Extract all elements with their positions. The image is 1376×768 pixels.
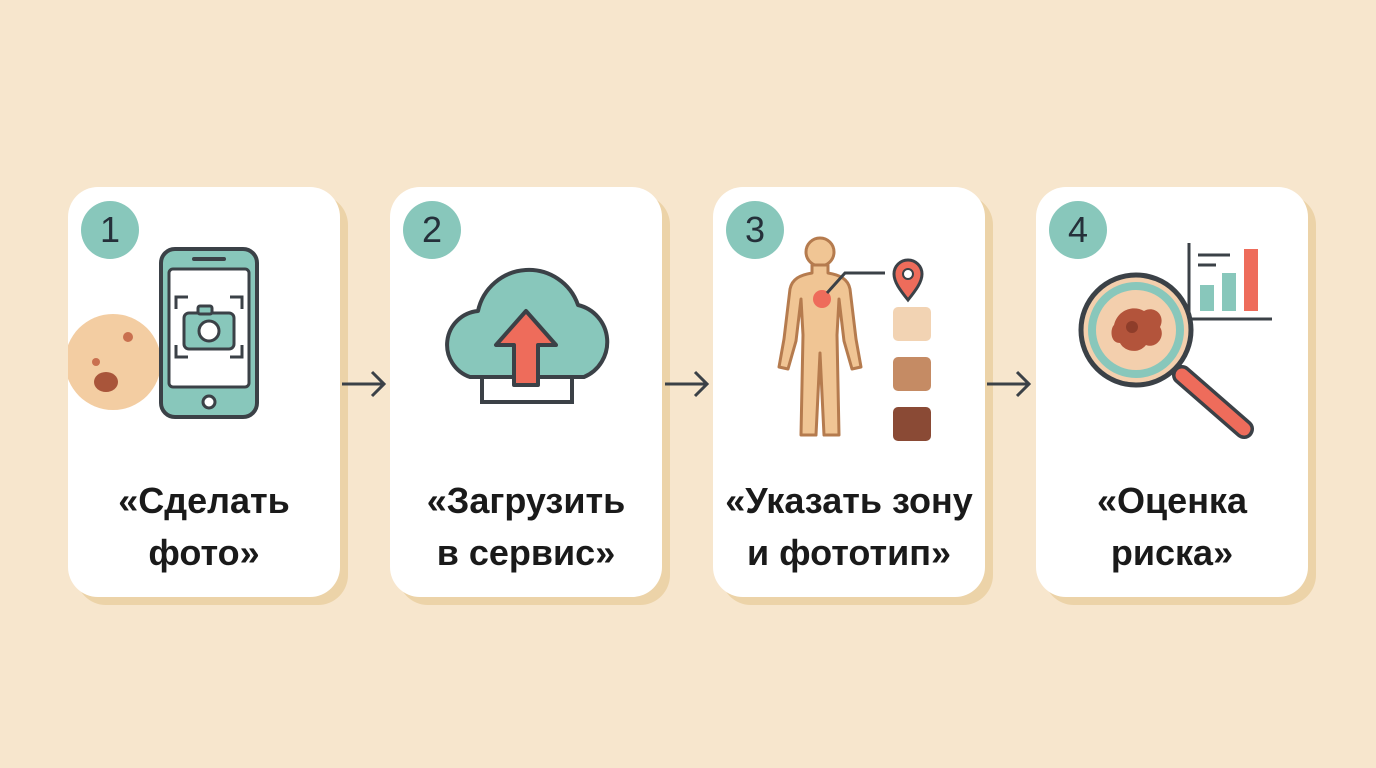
step-label-line-1: «Указать зону [725,480,973,521]
cloud-upload-icon [445,267,610,404]
step-label-line-1: «Сделать [118,480,290,521]
step-number-badge: 2 [403,201,461,259]
step-card-1: 1 «Сделать фото» [68,187,340,597]
bar-chart-icon [1187,243,1272,321]
step-label-line-1: «Загрузить [426,480,626,521]
arrow-right-icon [342,370,387,398]
step-label-line-2: фото» [148,532,260,573]
step-label-line-1: «Оценка [1097,480,1247,521]
phone-camera-icon [68,247,259,419]
step-label: «Указать зону и фототип» [713,475,985,579]
step-number-badge: 4 [1049,201,1107,259]
step-card-3: 3 «Указать зону и фототип» [713,187,985,597]
step-label: «Оценка риска» [1036,475,1308,579]
step-label-line-2: в сервис» [436,532,616,573]
human-body-icon [777,236,863,437]
step-card-4: 4 «Оценка риска» [1036,187,1308,597]
step-number-badge: 1 [81,201,139,259]
body-map-phototype-icon [777,236,931,441]
arrow-right-icon [665,370,710,398]
step-card-2: 2 «Загрузить в сервис» [390,187,662,597]
magnifier-chart-icon [1078,243,1272,439]
step-label-line-2: и фототип» [746,532,952,573]
map-pin-icon [892,258,924,303]
step-number-badge: 3 [726,201,784,259]
step-label: «Сделать фото» [68,475,340,579]
step-label: «Загрузить в сервис» [390,475,662,579]
arrow-right-icon [987,370,1032,398]
step-label-line-2: риска» [1110,532,1234,573]
